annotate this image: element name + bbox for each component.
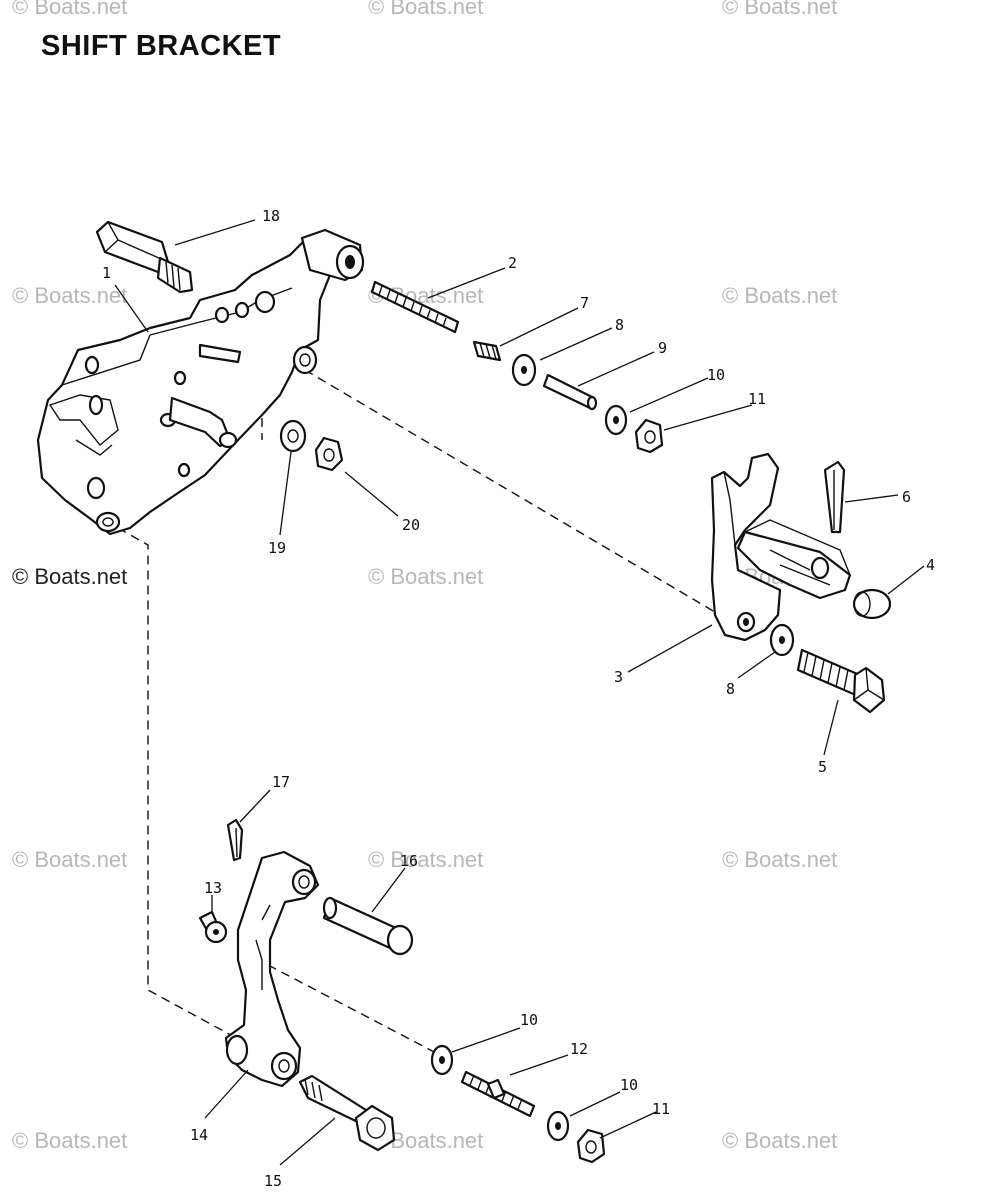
callout-2: 2 (508, 254, 517, 272)
part-11-nut-upper (634, 418, 664, 454)
part-10-washer-upper (604, 404, 628, 436)
callout-15: 15 (264, 1172, 282, 1190)
part-13-clip (198, 910, 228, 944)
callout-4: 4 (926, 556, 935, 574)
callout-9: 9 (658, 339, 667, 357)
callout-19: 19 (268, 539, 286, 557)
assembly-line-link-to-stud (267, 964, 441, 1056)
leader-15 (279, 1117, 336, 1166)
callout-6: 6 (902, 488, 911, 506)
part-10-washer-lower (546, 1110, 570, 1142)
leader-8a (539, 327, 613, 361)
callout-20: 20 (402, 516, 420, 534)
callout-18: 18 (262, 207, 280, 225)
assembly-line-bracket-to-lever (304, 369, 721, 616)
watermark: © Boats.net (368, 847, 484, 872)
leader-9 (577, 351, 655, 387)
part-9-pin (542, 373, 598, 411)
watermark: © Boats.net (368, 564, 484, 589)
callout-7: 7 (580, 294, 589, 312)
part-2-threaded-rod (370, 280, 460, 334)
watermark: © Boats.net (722, 847, 838, 872)
part-1-shift-bracket (36, 228, 365, 536)
leader-3 (627, 624, 713, 673)
part-3-shift-lever (710, 452, 852, 642)
callout-5: 5 (818, 758, 827, 776)
leader-12 (509, 1054, 569, 1076)
part-16-clevis-pin (322, 896, 414, 956)
leader-6 (844, 494, 899, 503)
part-8-washer (511, 353, 537, 387)
callout-8: 8 (615, 316, 624, 334)
watermark: © Boats.net (12, 564, 128, 589)
callout-10: 10 (707, 366, 725, 384)
leader-10b (451, 1027, 521, 1053)
part-6-cotter-pin (823, 460, 846, 534)
leader-10c (569, 1091, 621, 1117)
callout-8: 8 (726, 680, 735, 698)
leader-16 (371, 867, 406, 913)
leader-1 (114, 284, 149, 333)
watermark: © Boats.net (12, 847, 128, 872)
leader-5 (823, 699, 839, 756)
part-19-washer (279, 419, 307, 453)
leader-17 (239, 789, 271, 823)
watermark: © Boats.net (722, 1128, 838, 1153)
leader-11a (663, 404, 753, 431)
leader-19 (279, 451, 292, 536)
part-18-hex-standoff (95, 220, 194, 294)
leader-7 (499, 307, 579, 347)
callout-3: 3 (614, 668, 623, 686)
part-17-cotter-pin (226, 818, 244, 862)
assembly-line-bracket-to-link (117, 527, 241, 1041)
part-4-cap (852, 588, 892, 620)
watermark: © Boats.net (12, 283, 128, 308)
leader-20 (344, 471, 399, 517)
callout-14: 14 (190, 1126, 208, 1144)
leader-10a (629, 377, 709, 413)
watermark: © Boats.net (12, 0, 128, 19)
part-7-spring (472, 340, 502, 362)
watermark: © Boats.net (368, 0, 484, 19)
callout-10: 10 (520, 1011, 538, 1029)
watermark: © Boats.net (12, 1128, 128, 1153)
watermark: © Boats.net (722, 0, 838, 19)
leader-8b (737, 651, 776, 679)
part-15-shoulder-bolt (298, 1074, 396, 1152)
callout-13: 13 (204, 879, 222, 897)
leader-2 (427, 267, 506, 299)
leader-14 (204, 1069, 249, 1119)
leader-11b (599, 1111, 657, 1139)
watermark: © Boats.net (722, 283, 838, 308)
callout-10: 10 (620, 1076, 638, 1094)
callout-12: 12 (570, 1040, 588, 1058)
part-14-shift-link (224, 850, 320, 1088)
part-10-washer-middle (430, 1044, 454, 1076)
part-20-nut (314, 436, 344, 472)
callout-11: 11 (748, 390, 766, 408)
leader-4 (887, 565, 925, 595)
callout-16: 16 (400, 852, 418, 870)
leader-18 (174, 219, 256, 246)
part-8-washer-lower (769, 623, 795, 657)
page-title: SHIFT BRACKET (41, 30, 282, 62)
callout-11: 11 (652, 1100, 670, 1118)
callout-1: 1 (102, 264, 111, 282)
part-5-bolt (796, 648, 886, 714)
part-12-stud (460, 1070, 536, 1118)
callout-17: 17 (272, 773, 290, 791)
part-11-nut-lower (576, 1128, 606, 1164)
